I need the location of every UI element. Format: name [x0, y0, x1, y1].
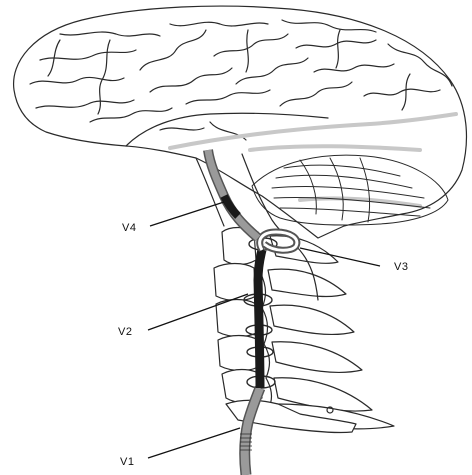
- label-v4: V4: [122, 222, 136, 234]
- cervical-spine: [214, 228, 394, 433]
- leader-v1: [148, 428, 240, 458]
- spinous-process: [270, 305, 354, 334]
- label-v2: V2: [118, 326, 132, 338]
- label-v3: V3: [394, 261, 408, 273]
- spinous-process: [272, 342, 362, 373]
- vertebra-body: [218, 336, 260, 371]
- label-v1: V1: [120, 456, 134, 468]
- spinous-process: [268, 269, 346, 296]
- leader-v4: [150, 202, 224, 226]
- artery-v2: [258, 250, 262, 388]
- cerebrum: [14, 6, 467, 242]
